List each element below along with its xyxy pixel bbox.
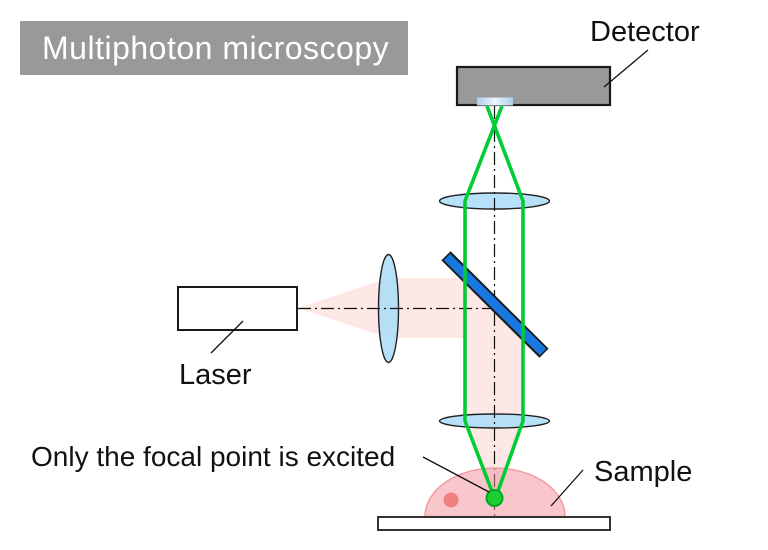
laser-leader-line: [210, 320, 244, 354]
detector-label: Detector: [590, 16, 700, 48]
focal-point-leader-line: [422, 456, 490, 493]
dichroic-mirror: [443, 253, 547, 356]
title-banner: Multiphoton microscopy: [20, 21, 408, 75]
focal-point: [485, 489, 504, 507]
sample-label: Sample: [594, 456, 693, 488]
sample-nucleus: [443, 492, 459, 508]
sample-leader-line: [550, 469, 584, 507]
laser-label: Laser: [179, 359, 252, 391]
focal-point-caption: Only the focal point is excited: [31, 441, 396, 472]
detector-leader-line: [603, 49, 649, 88]
sample-stage: [377, 516, 611, 531]
emission-beam-right: [485, 105, 525, 495]
detector-window: [477, 97, 513, 106]
laser-box: [177, 286, 298, 331]
emission-beam-left: [463, 105, 504, 495]
page-title: Multiphoton microscopy: [42, 29, 390, 66]
